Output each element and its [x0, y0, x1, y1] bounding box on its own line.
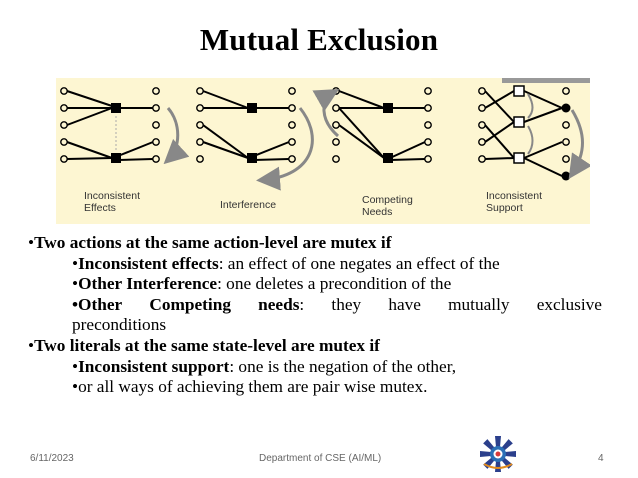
bullet-competing-needs: •Other Competing needs: they have mutual…	[72, 294, 602, 314]
bullet-inconsistent-effects: •Inconsistent effects: an effect of one …	[72, 253, 500, 273]
panel-inconsistent-support	[478, 78, 590, 181]
panel-competing-needs	[312, 87, 432, 163]
footer-date: 6/11/2023	[30, 453, 74, 464]
bullet-actions-mutex: •Two actions at the same action-level ar…	[28, 233, 392, 252]
label-interference: Interference	[220, 199, 277, 211]
bullet-interference: •Other Interference: one deletes a preco…	[72, 274, 452, 294]
bullet-inconsistent-support: •Inconsistent support: one is the negati…	[72, 356, 457, 376]
bullet-literals-mutex: •Two literals at the same state-level ar…	[28, 335, 380, 355]
panel-interference	[196, 87, 314, 191]
bullet-preconditions: preconditions	[72, 315, 167, 335]
slide-title: Mutual Exclusion	[199, 22, 439, 57]
college-emblem-icon	[480, 436, 516, 472]
mutex-diagram-graphic	[60, 78, 590, 191]
panel-inconsistent-effects	[60, 87, 190, 165]
bullet-list: •Two actions at the same action-level ar…	[28, 233, 602, 398]
bullet-pairwise-mutex: •or all ways of achieving them are pair …	[72, 377, 428, 397]
footer-department: Department of CSE (AI/ML)	[259, 453, 382, 464]
footer-page-number: 4	[598, 453, 604, 464]
